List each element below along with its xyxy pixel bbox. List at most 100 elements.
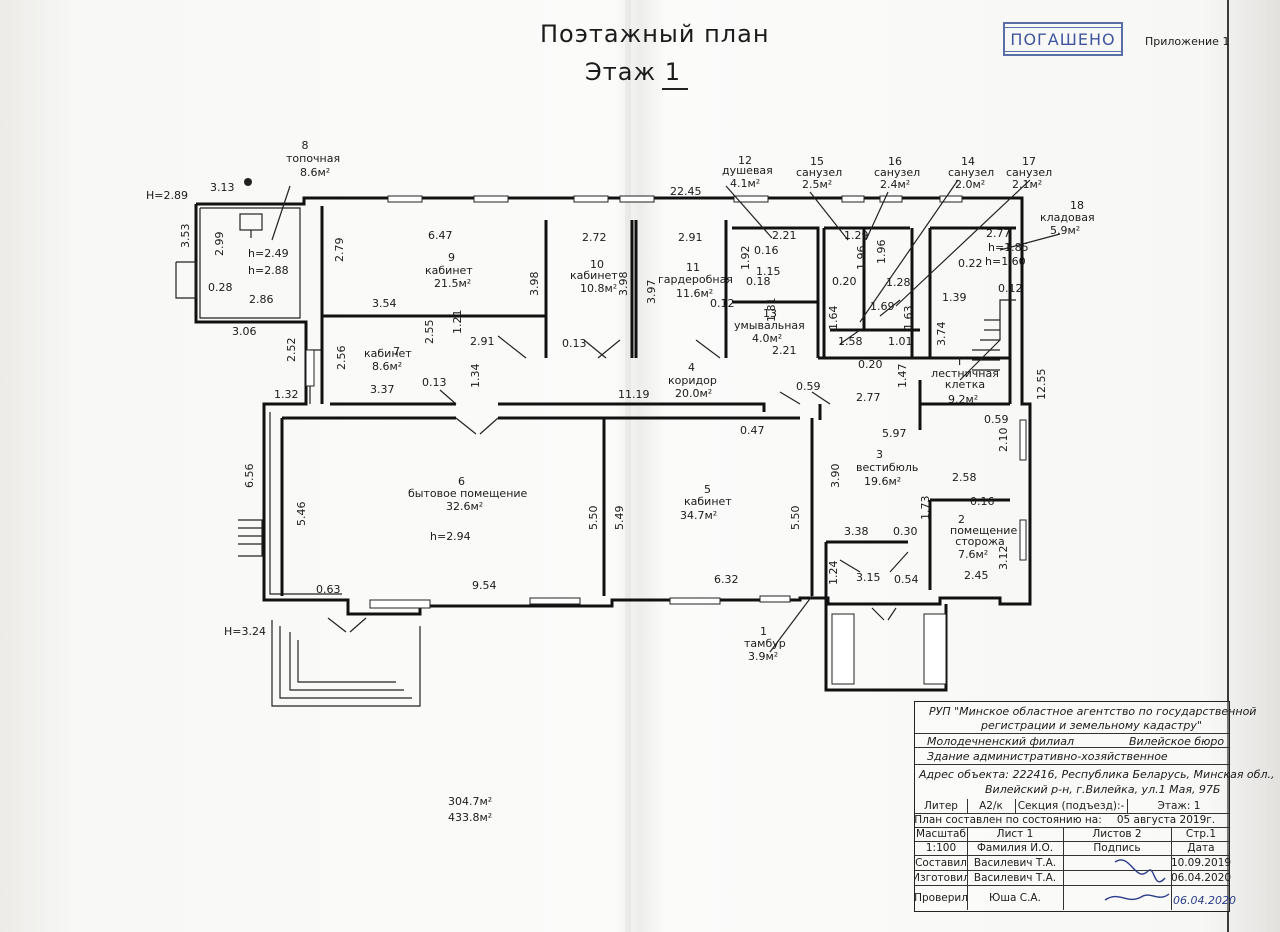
signature-column: Подпись: [1063, 841, 1172, 855]
stair-flight: [959, 299, 1016, 381]
section-label: Секция (подъезд):-: [1015, 799, 1128, 813]
room-I-number: I: [958, 355, 962, 368]
dim-277-a: 2.77: [856, 391, 881, 404]
room-15-number: 15: [810, 155, 824, 168]
floor-title: Этаж 1: [585, 58, 681, 86]
room-10-name: кабинет: [570, 269, 618, 282]
dim-647: 6.47: [428, 229, 453, 242]
produced-signature: [1063, 870, 1172, 885]
compiled-label: Составил: [915, 855, 968, 870]
room-9-number: 9: [448, 251, 455, 264]
dim-397: 3.97: [645, 279, 658, 305]
dim-337: 3.37: [370, 383, 395, 396]
address-line-1: Адрес объекта: 222416, Республика Белару…: [919, 768, 1275, 781]
tb-rule-1: [915, 733, 1229, 734]
date-column: Дата: [1187, 842, 1215, 854]
dim-147: 1.47: [896, 363, 909, 389]
cancelled-stamp: ПОГАШЕНО: [1003, 22, 1123, 56]
inner-walls: [280, 206, 1016, 692]
room-8-name: топочная: [286, 152, 341, 165]
room-6-height: h=2.94: [430, 530, 471, 543]
liter-value: А2/к: [967, 799, 1016, 813]
compiled-row: Составил Василевич Т.А. 10.09.2019: [915, 855, 1231, 871]
dim-954: 9.54: [472, 579, 497, 592]
room-8-height-2: h=2.88: [248, 264, 289, 277]
compiled-name: Василевич Т.А.: [967, 855, 1064, 870]
dim-022: 0.22: [958, 257, 983, 270]
room-5-number: 5: [704, 483, 711, 496]
height-mark-bottom: H=3.24: [224, 625, 266, 638]
room-12-area: 4.1м²: [730, 177, 761, 190]
porch: [175, 261, 421, 707]
dim-181: 1.81: [765, 297, 778, 323]
org-line-1: РУП "Минское областное агентство по госу…: [929, 705, 1257, 718]
dim-121: 1.21: [451, 309, 464, 335]
dim-012-a: 0.12: [710, 297, 735, 310]
dim-656: 6.56: [243, 463, 256, 489]
room-4-number: 4: [688, 361, 695, 374]
appendix-label: Приложение 1: [1145, 35, 1230, 48]
scale-value: 1:100: [915, 841, 968, 855]
name-column: Фамилия И.О.: [967, 841, 1064, 855]
room-8-height-1: h=2.49: [248, 247, 289, 260]
produced-row: Изготовил Василевич Т.А. 06.04.2020: [915, 870, 1231, 886]
room-9-name: кабинет: [425, 264, 473, 277]
height-mark-top: H=2.89: [146, 189, 188, 202]
dim-2245: 22.45: [670, 185, 702, 198]
page-number: Стр.1: [1185, 828, 1217, 840]
dim-158: 1.58: [838, 335, 863, 348]
dim-1255: 12.55: [1035, 368, 1048, 401]
produced-date: 06.04.2020: [1171, 871, 1231, 884]
room-6-name: бытовое помещение: [408, 487, 528, 500]
room-I-name: лестничная клетка: [931, 367, 999, 391]
dim-164: 1.64: [827, 305, 840, 331]
total-area: 433.8м²: [448, 811, 493, 824]
dim-398-b: 3.98: [617, 271, 630, 297]
room-5-area: 34.7м²: [680, 509, 718, 522]
dim-063: 0.63: [316, 583, 341, 596]
total-main-area: 304.7м²: [448, 795, 493, 808]
dim-132: 1.32: [274, 388, 299, 401]
dim-054: 0.54: [894, 573, 919, 586]
dim-549: 5.49: [613, 505, 626, 531]
dim-020-b: 0.20: [858, 358, 883, 371]
dim-258: 2.58: [952, 471, 977, 484]
dim-1119: 11.19: [618, 388, 650, 401]
room-9-area: 21.5м²: [434, 277, 472, 290]
dim-546: 5.46: [295, 501, 308, 527]
state-label: План составлен по состоянию на:: [915, 814, 1101, 826]
sheet-edge-line: [1227, 0, 1229, 932]
dim-128: 1.28: [886, 276, 911, 289]
dim-163: 1.63: [902, 305, 915, 331]
checked-row: Проверил Юша С.А.: [915, 885, 1229, 910]
room-8-area: 8.6м²: [300, 166, 331, 179]
checked-signature: [1063, 885, 1172, 910]
doors: [239, 178, 909, 633]
scale-label: Масштаб: [915, 827, 968, 841]
room-14-name: санузел: [948, 166, 995, 179]
dim-398-a: 3.98: [528, 271, 541, 297]
room-18-height-1: h=1.85: [988, 241, 1029, 254]
dim-139: 1.39: [942, 291, 967, 304]
dim-196-a: 1.96: [855, 245, 868, 271]
dim-245: 2.45: [964, 569, 989, 582]
room-13-name: умывальная: [734, 319, 805, 332]
room-17-name: санузел: [1006, 166, 1053, 179]
dim-291-mid: 2.91: [470, 335, 495, 348]
leader-lines: [271, 179, 1061, 653]
produced-label: Изготовил: [915, 870, 968, 885]
room-I-area: 9.2м²: [948, 393, 979, 406]
dim-059-a: 0.59: [796, 380, 821, 393]
room-1-name: тамбур: [744, 637, 786, 650]
room-10-area: 10.8м²: [580, 282, 618, 295]
sheet-number: Лист 1: [967, 827, 1064, 841]
compiled-date: 10.09.2019: [1171, 856, 1231, 869]
dim-354: 3.54: [372, 297, 397, 310]
dim-013-a: 0.13: [422, 376, 447, 389]
dim-252: 2.52: [285, 337, 298, 363]
room-18-height-2: h=1.60: [985, 255, 1026, 268]
dim-018: 0.18: [746, 275, 771, 288]
room-1-number: 1: [760, 625, 767, 638]
state-date: 05 августа 2019г.: [1116, 814, 1216, 826]
